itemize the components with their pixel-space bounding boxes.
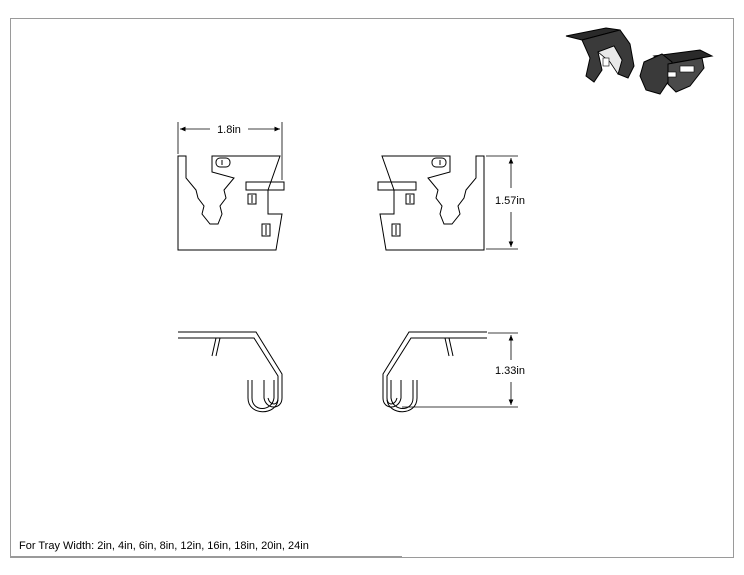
side-view-right	[382, 331, 487, 413]
isometric-view-left	[565, 27, 635, 83]
depth-dimension-label: 1.33in	[495, 365, 525, 377]
sheet-border	[10, 18, 734, 558]
front-view-left	[177, 155, 285, 251]
dimension-width: 1.8in	[177, 122, 283, 180]
title-block-rule	[10, 556, 402, 557]
width-dimension-label: 1.8in	[217, 124, 241, 136]
isometric-view-right	[639, 49, 714, 95]
tray-width-note: For Tray Width: 2in, 4in, 6in, 8in, 12in…	[19, 540, 309, 552]
height-dimension-label: 1.57in	[495, 195, 525, 207]
side-view-left	[178, 331, 283, 413]
dimension-height: 1.57in	[486, 155, 525, 250]
front-view-right	[377, 155, 485, 251]
dimension-depth: 1.33in	[402, 332, 525, 408]
